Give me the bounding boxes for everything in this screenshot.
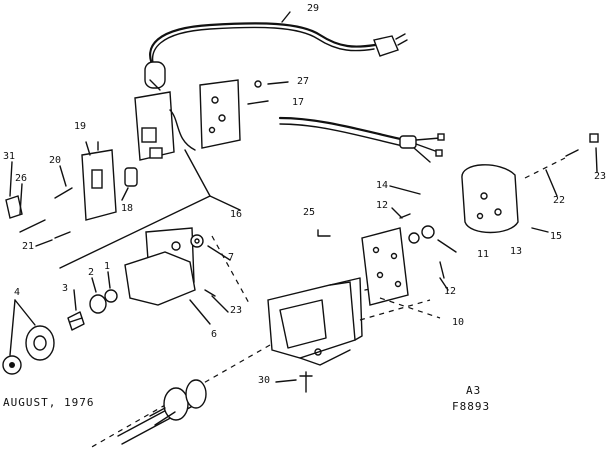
label-2: 2 [88,267,95,278]
label-19: 19 [74,121,87,132]
brush-parts [67,289,118,331]
power-cord [144,22,408,89]
label-10: 10 [452,317,465,328]
label-3: 3 [62,283,69,294]
motor-housing [267,277,377,366]
label-15: 15 [550,231,563,242]
sheet-number: A3 [466,384,482,397]
leader-arrows [9,11,598,383]
figure-number: F8893 [452,400,491,413]
label-27: 27 [297,76,310,87]
label-23b: 23 [230,305,243,316]
switch-housing [81,141,117,221]
label-6: 6 [211,329,218,340]
label-1: 1 [104,261,111,272]
label-17: 17 [292,97,305,108]
label-23a: 23 [594,171,607,182]
cover-screw [524,133,599,179]
label-13: 13 [510,246,523,257]
motor-field-bracket [124,227,204,306]
switch-assembly [134,79,196,161]
lead-cord [278,116,445,163]
switch-bracket [199,79,262,149]
date-caption: AUGUST, 1976 [3,396,95,409]
label-31: 31 [3,151,16,162]
terminal-plate [361,213,445,306]
label-11: 11 [477,249,490,260]
label-7: 7 [228,252,235,263]
label-12b: 12 [444,286,457,297]
label-22: 22 [553,195,566,206]
label-4: 4 [14,287,21,298]
label-30: 30 [258,375,271,386]
end-bearing [2,325,55,375]
capacitor-18 [124,167,138,187]
label-26: 26 [15,173,28,184]
label-25: 25 [303,207,316,218]
end-bell [461,164,519,234]
label-20: 20 [49,155,62,166]
label-29: 29 [307,3,320,14]
label-21: 21 [22,241,35,252]
label-18: 18 [121,203,134,214]
label-16: 16 [230,209,243,220]
screws [5,187,73,239]
label-12a: 12 [376,200,389,211]
armature [117,379,207,445]
label-14: 14 [376,180,389,191]
